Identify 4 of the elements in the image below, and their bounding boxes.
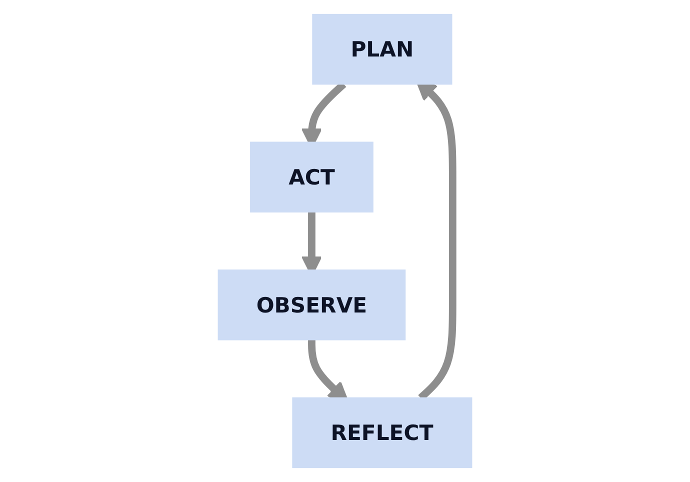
node-box: OBSERVE: [218, 270, 406, 340]
node-box: PLAN: [312, 14, 452, 85]
node-box: ACT: [250, 142, 374, 212]
node-box: REFLECT: [292, 397, 472, 468]
